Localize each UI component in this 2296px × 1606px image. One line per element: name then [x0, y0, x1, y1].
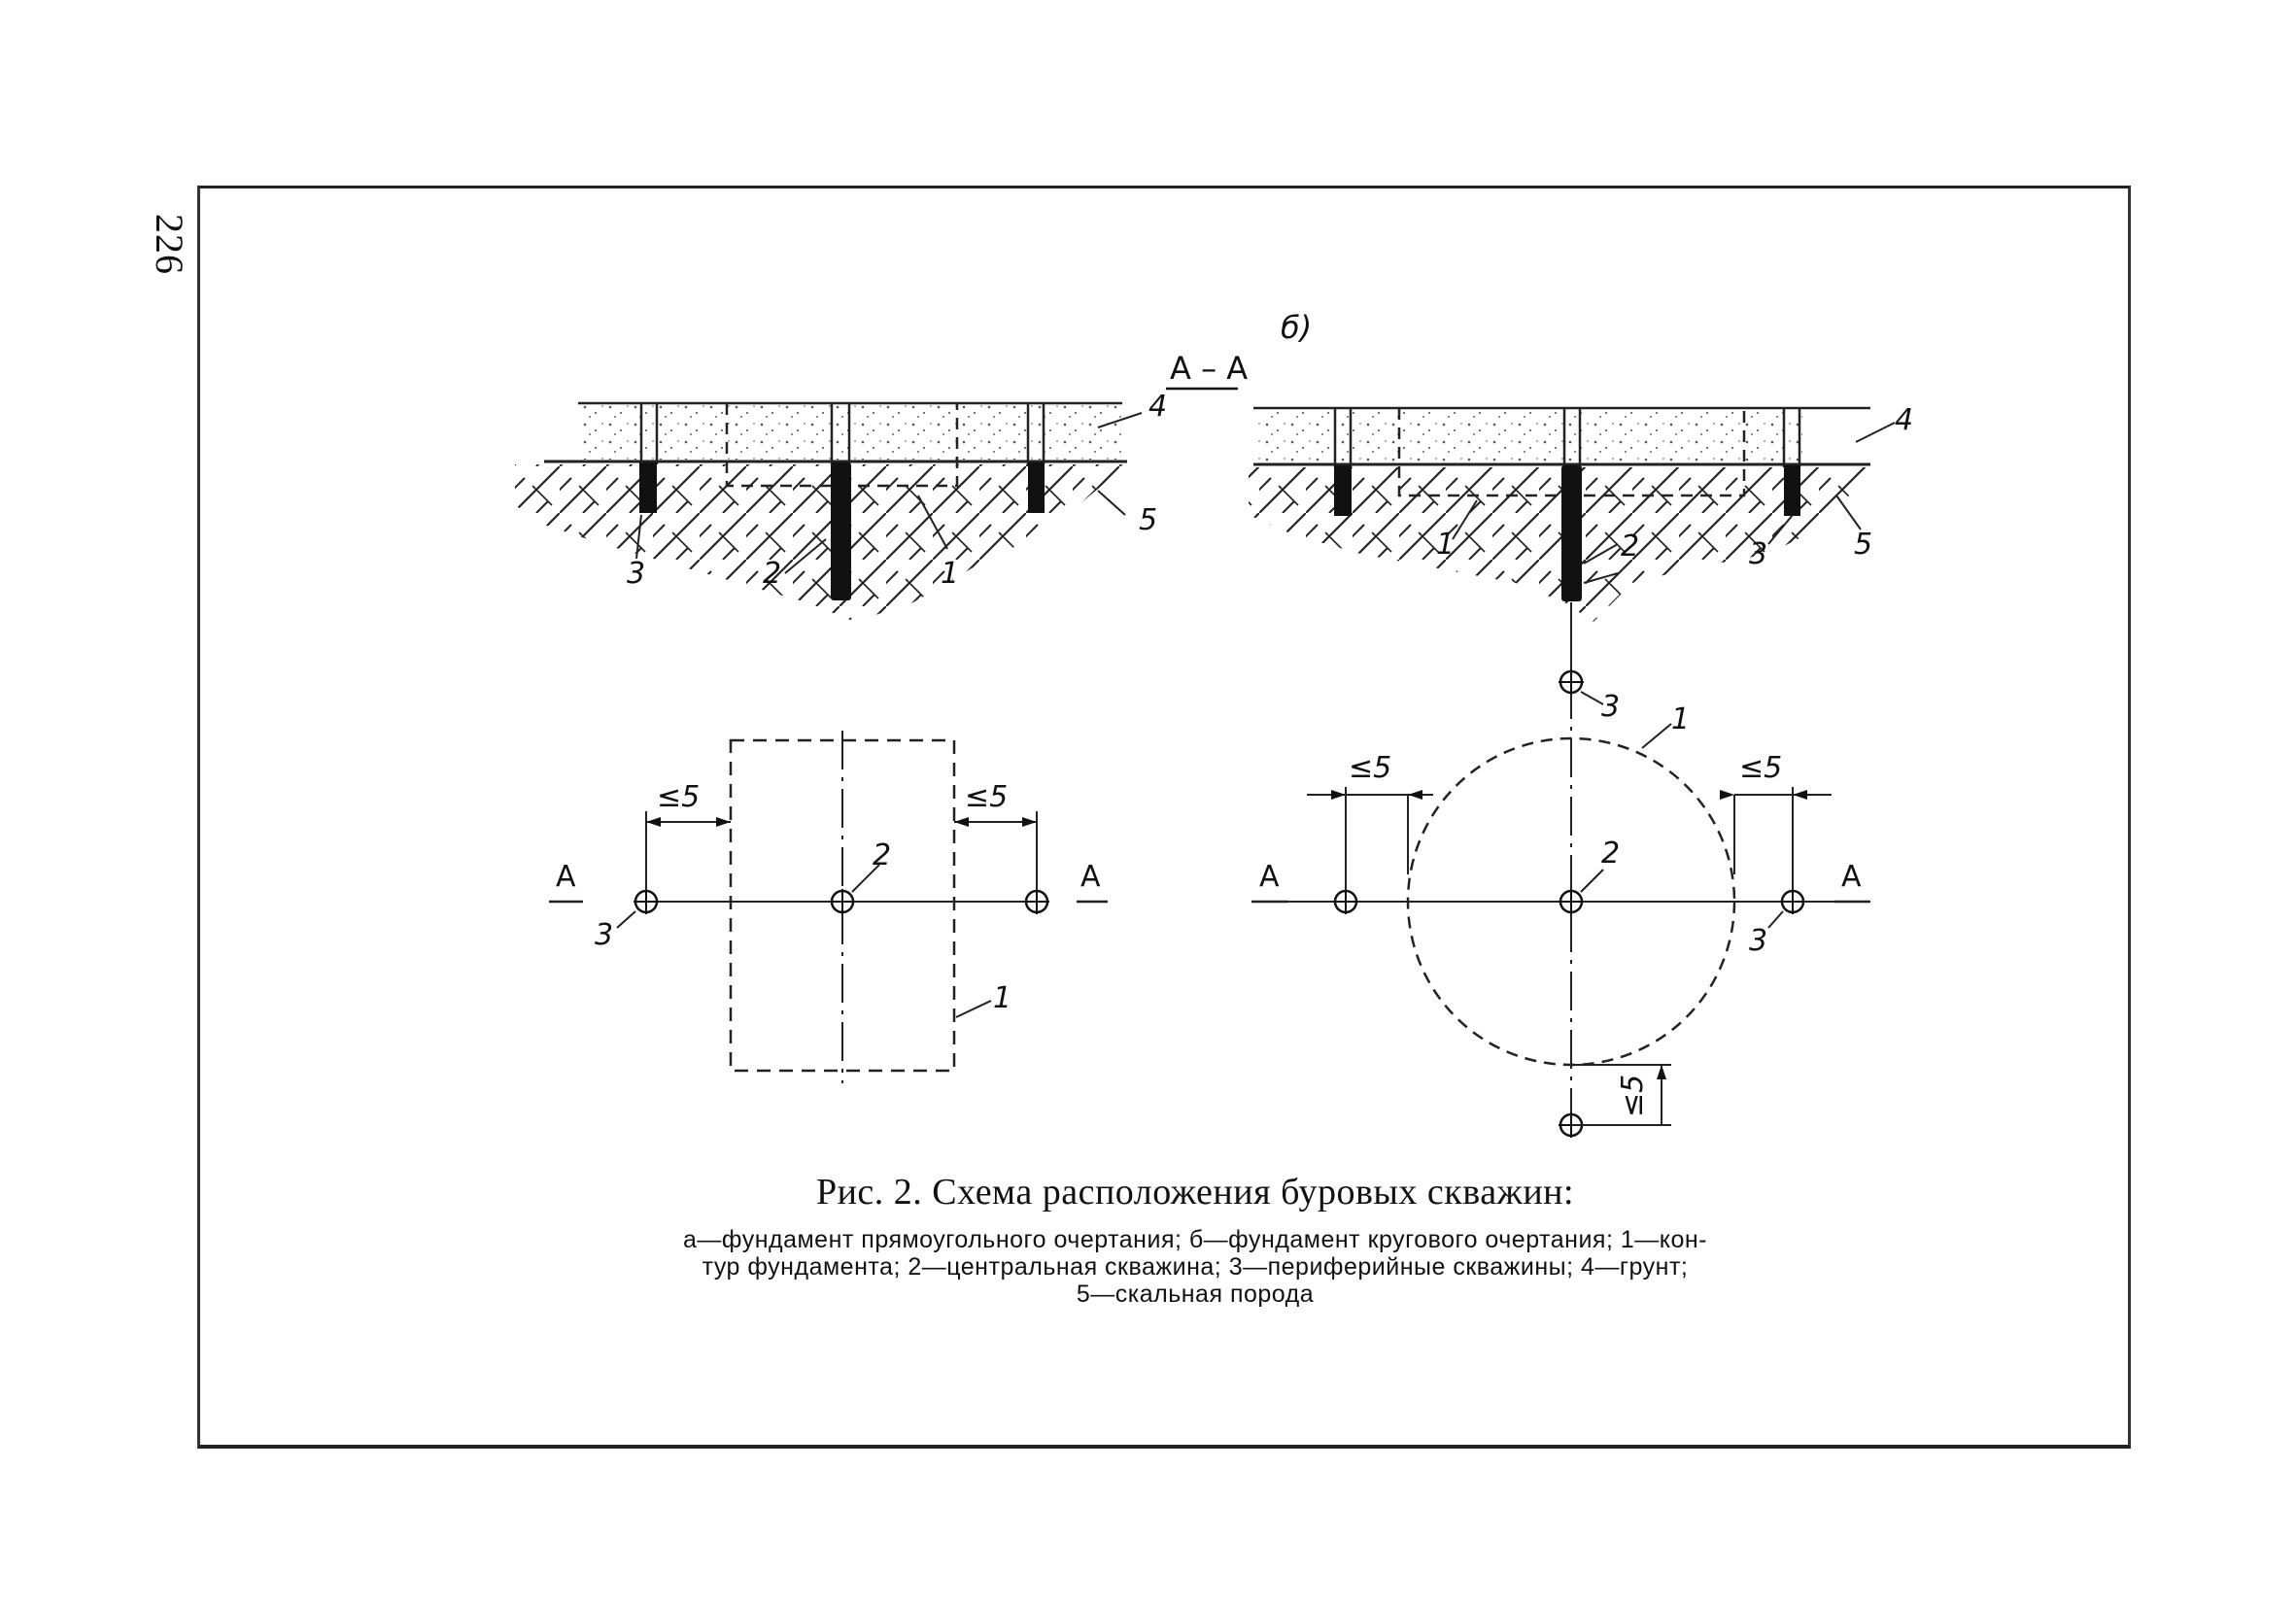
- peripheral-borehole-plan-left-b: [1024, 889, 1049, 914]
- dimension-label-right-c: ≤5: [1616, 1075, 1650, 1117]
- cut-marker-left-b: А: [1080, 860, 1101, 894]
- callout-2-plan-left: 2: [873, 838, 891, 872]
- left-plan-view: ≤5 ≤5 2 3 1 А А: [549, 731, 1108, 1083]
- callout-1-left: 1: [941, 557, 959, 591]
- dimension-label-left-b: ≤5: [965, 780, 1008, 814]
- central-borehole-plan-right: [1559, 889, 1584, 914]
- dimension-label-right-a: ≤5: [1349, 751, 1391, 785]
- dimension-label-left-a: ≤5: [657, 780, 700, 814]
- section-label-a-a: А – А: [1170, 350, 1248, 387]
- cut-marker-left-a: А: [556, 860, 576, 894]
- rock-mass-right: [1249, 467, 1870, 622]
- peripheral-borehole-plan-top: [1559, 669, 1584, 695]
- peripheral-borehole-plan-right: [1780, 889, 1805, 914]
- peripheral-borehole-plan-left: [1333, 889, 1358, 914]
- callout-3-plan-top: 3: [1601, 690, 1620, 724]
- callout-1-plan-right: 1: [1671, 702, 1690, 736]
- right-plan-view: ≤5 ≤5 ≤5 3 2 1 3 А А: [1251, 669, 1870, 1138]
- central-borehole-plan-left: [830, 889, 855, 914]
- figure-caption-body: а—фундамент прямоугольного очертания; б—…: [544, 1226, 1846, 1308]
- caption-line-3: 5—скальная порода: [1076, 1281, 1315, 1308]
- panel-label-b: б): [1281, 309, 1312, 346]
- callout-4-left: 4: [1148, 390, 1167, 424]
- callout-2-plan-right: 2: [1601, 837, 1620, 871]
- central-borehole-right: [1561, 465, 1582, 601]
- soil-layer-right: [1253, 408, 1802, 464]
- cut-marker-right-b: А: [1841, 860, 1862, 894]
- central-borehole-left: [831, 462, 851, 600]
- right-section-view: 4 5 1 2 3: [1249, 403, 1913, 680]
- peripheral-borehole-right-a: [1334, 465, 1352, 516]
- callout-3-left: 3: [627, 557, 645, 591]
- left-section-view: 4 5 3 2 1: [515, 390, 1167, 622]
- callout-1-plan-left: 1: [993, 981, 1011, 1015]
- callout-3-plan-right: 3: [1749, 924, 1767, 958]
- caption-line-1: а—фундамент прямоугольного очертания; б—…: [683, 1226, 1707, 1253]
- dimension-label-right-b: ≤5: [1739, 751, 1782, 785]
- callout-3-plan-left: 3: [595, 918, 613, 952]
- cut-marker-right-a: А: [1259, 860, 1280, 894]
- peripheral-borehole-plan-left-a: [634, 889, 659, 914]
- peripheral-borehole-right-b: [1784, 465, 1800, 516]
- peripheral-borehole-left-b: [1028, 462, 1045, 513]
- callout-2-left: 2: [763, 557, 781, 591]
- callout-2-right: 2: [1621, 530, 1639, 564]
- callout-5-right: 5: [1854, 528, 1872, 562]
- figure-caption-title: Рис. 2. Схема расположения буровых скваж…: [815, 1172, 1575, 1213]
- caption-line-2: тур фундамента; 2—центральная скважина; …: [702, 1253, 1689, 1281]
- callout-3-right: 3: [1749, 537, 1767, 571]
- peripheral-borehole-left-a: [639, 462, 657, 513]
- callout-5-left: 5: [1139, 503, 1157, 537]
- callout-4-right: 4: [1895, 403, 1913, 437]
- page-frame: [197, 186, 2131, 1449]
- callout-1-right: 1: [1436, 528, 1455, 562]
